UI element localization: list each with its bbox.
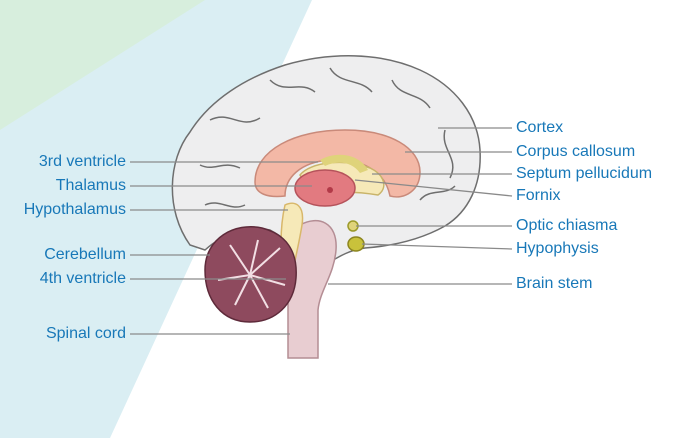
label-cortex: Cortex — [516, 119, 564, 136]
leader-lines — [130, 127, 513, 335]
label-septum-pellucidum: Septum pellucidum — [516, 165, 653, 182]
fornix-shape — [320, 154, 368, 173]
hypophysis-shape — [347, 236, 365, 252]
label-thalamus: Thalamus — [55, 177, 126, 194]
label-brain-stem: Brain stem — [516, 275, 593, 292]
label-3rd-ventricle: 3rd ventricle — [38, 153, 126, 170]
background-green-wedge — [0, 0, 205, 130]
thalamus-shape — [294, 169, 356, 207]
thalamus-dot — [327, 187, 333, 193]
gyri-lines — [199, 67, 456, 208]
leader-line-fornix — [354, 179, 513, 197]
label-optic-chiasma: Optic chiasma — [516, 217, 618, 234]
label-hypothalamus: Hypothalamus — [23, 201, 126, 218]
label-fornix: Fornix — [516, 187, 561, 204]
label-corpus-callosum: Corpus callosum — [516, 143, 636, 160]
leader-line-hypophysis — [361, 243, 513, 250]
label-4th-ventricle: 4th ventricle — [39, 270, 126, 287]
label-cerebellum: Cerebellum — [44, 246, 126, 263]
label-hypophysis: Hypophysis — [516, 240, 599, 257]
cerebellum-folia — [217, 239, 286, 309]
label-spinal-cord: Spinal cord — [45, 325, 126, 342]
corpus-callosum-shape — [254, 129, 421, 198]
